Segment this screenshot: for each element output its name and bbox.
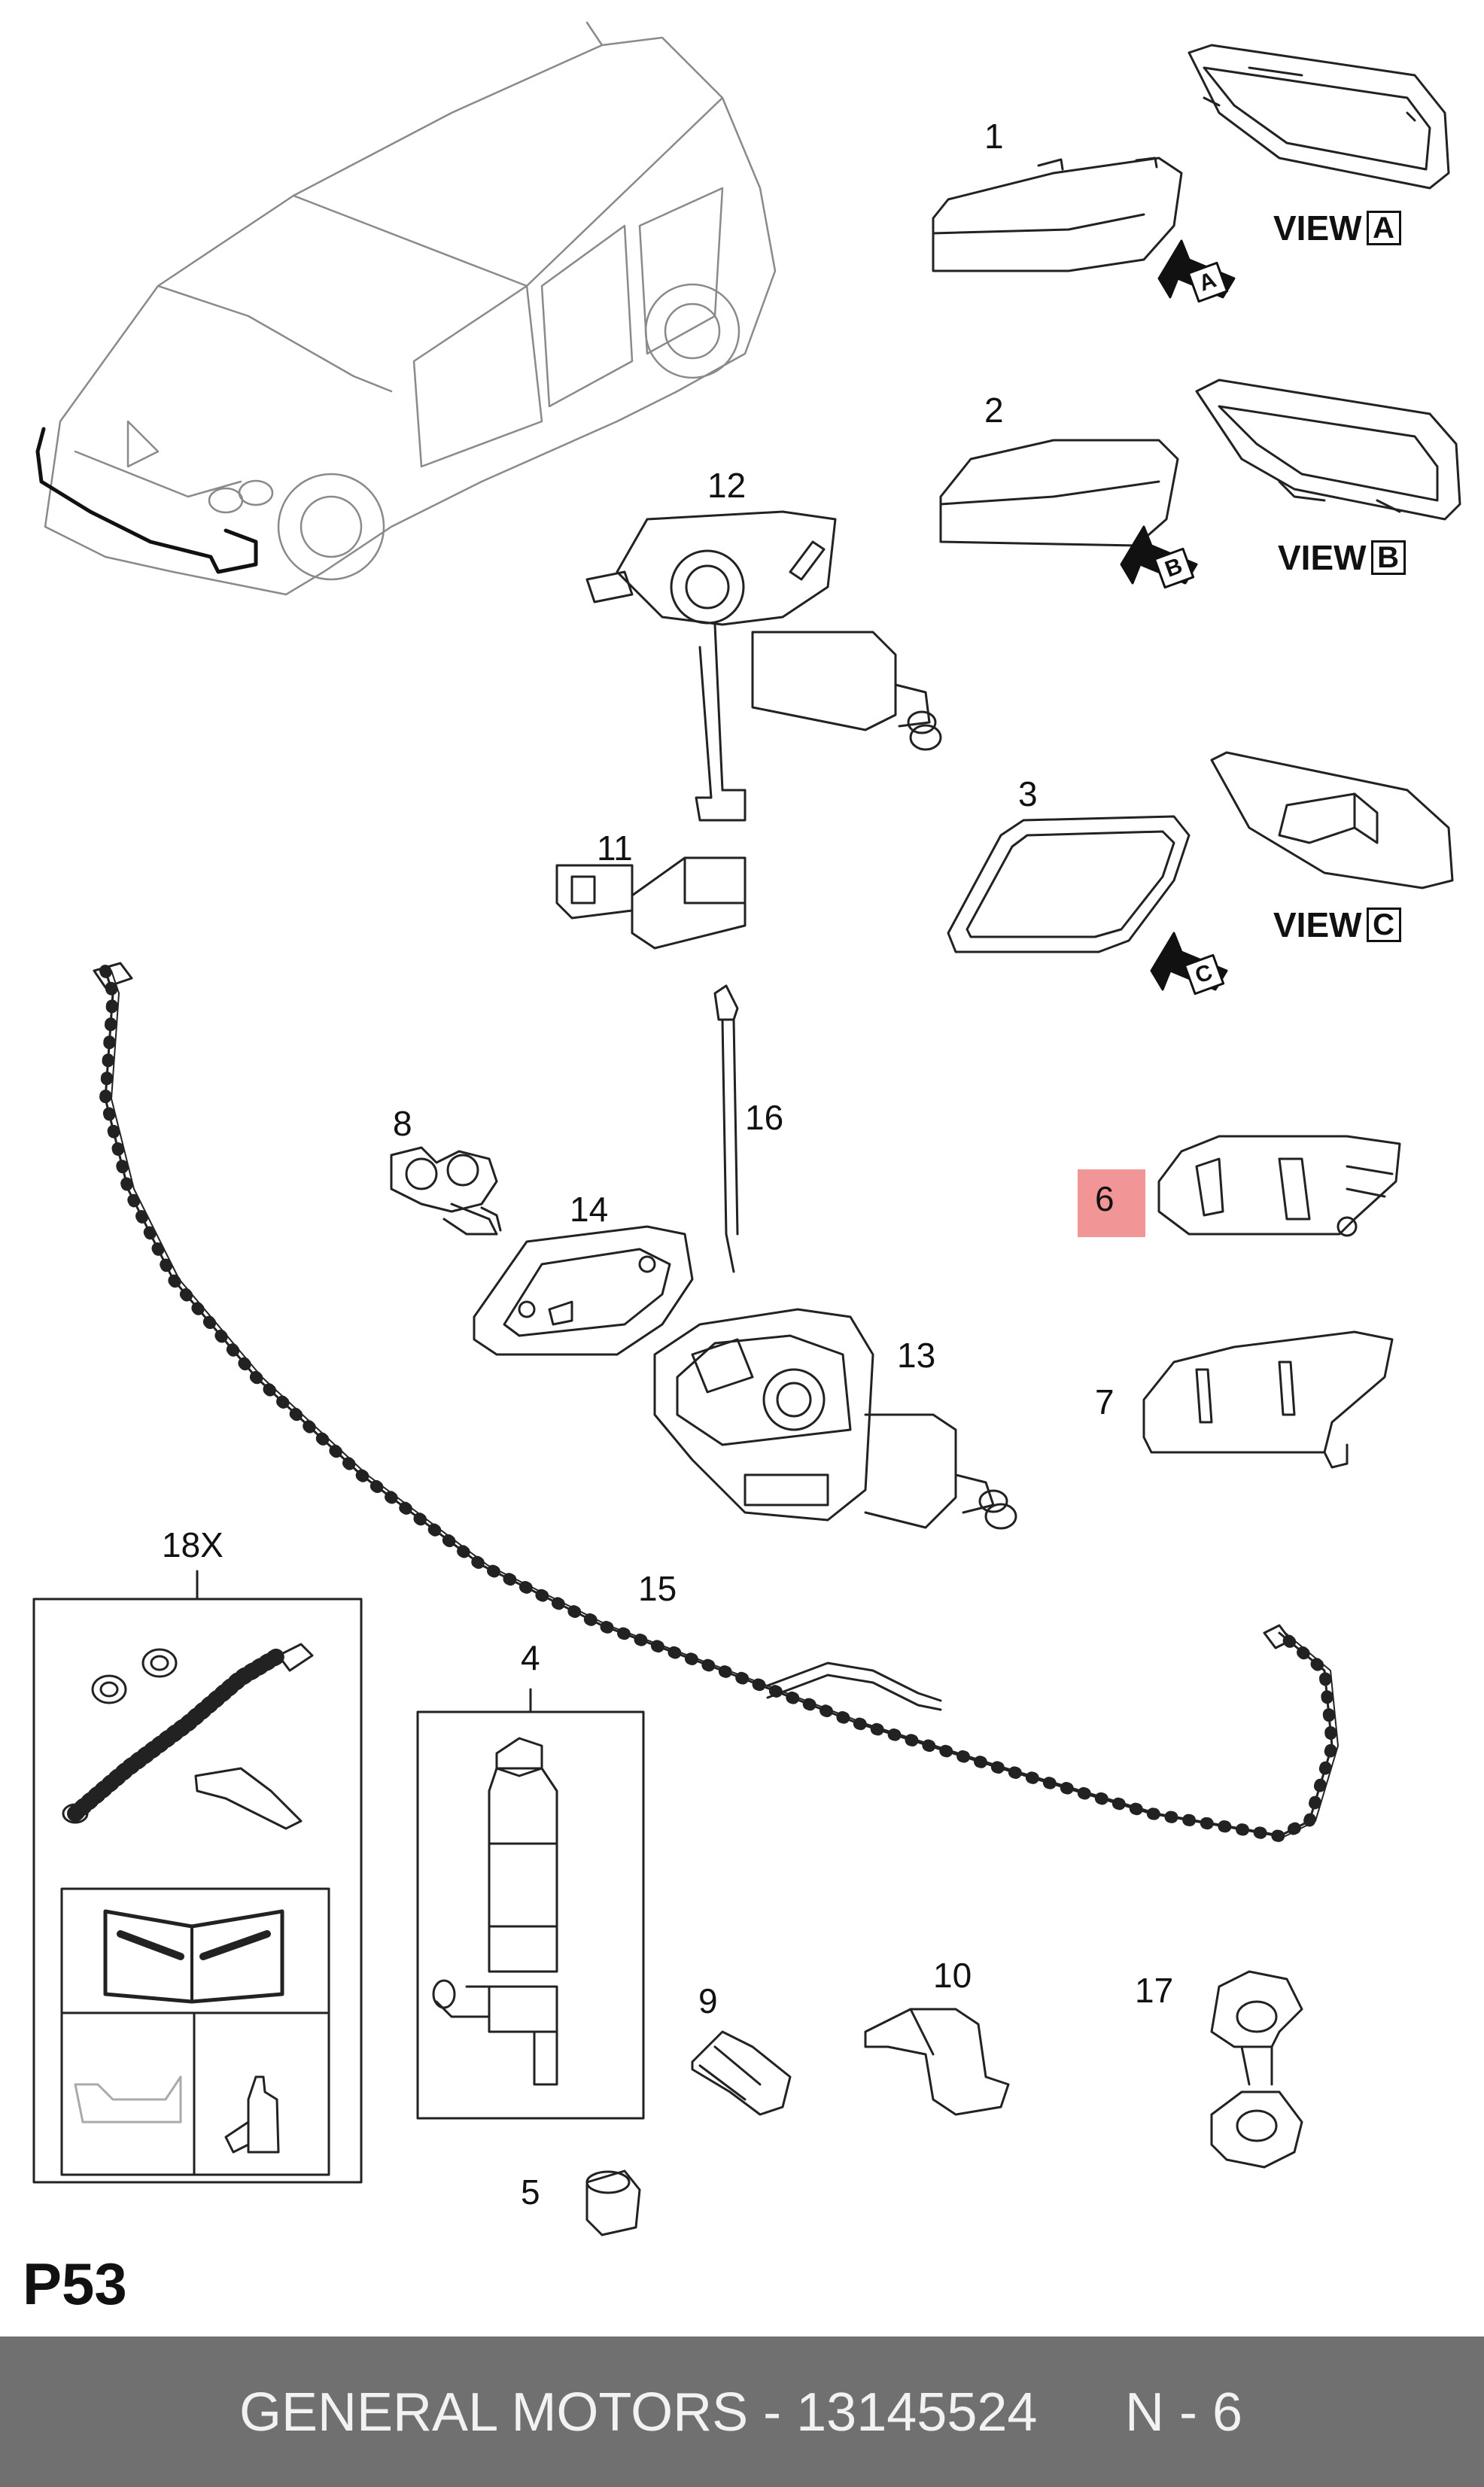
view-b-prefix: VIEW [1278, 538, 1367, 577]
arrow-letter-boxes [1153, 261, 1229, 996]
part-label-2: 2 [984, 391, 1004, 430]
part-label-5: 5 [521, 2172, 540, 2212]
view-c-letter: C [1366, 908, 1401, 942]
view-a-prefix: VIEW [1273, 208, 1362, 248]
view-b-letter: B [1370, 540, 1406, 575]
part-5-grommet [585, 2169, 641, 2236]
part-label-1: 1 [984, 117, 1004, 156]
part-label-8: 8 [393, 1104, 412, 1143]
view-a-letter: A [1366, 211, 1401, 245]
parts-diagram [32, 21, 1461, 2236]
part-label-18x: 18X [162, 1525, 224, 1564]
page-id: P53 [23, 2251, 127, 2317]
part-3-seal [947, 815, 1191, 953]
part-label-16: 16 [745, 1098, 784, 1137]
car-outline [44, 21, 777, 596]
part-12-pump-assembly [585, 510, 942, 822]
view-b-label: VIEW B [1278, 540, 1406, 575]
part-16-cable-tie [713, 984, 739, 1273]
part-14-bezel [473, 1225, 694, 1356]
view-c-prefix: VIEW [1273, 905, 1362, 944]
part-6-bracket [1157, 1135, 1401, 1237]
view-c-label: VIEW C [1273, 908, 1401, 942]
footer-bar: GENERAL MOTORS - 13145524 N - 6 [0, 2337, 1484, 2487]
part-label-17: 17 [1135, 1971, 1174, 2010]
kit-18x-box [32, 1570, 363, 2184]
part-label-7: 7 [1095, 1382, 1115, 1421]
part-label-14: 14 [570, 1190, 609, 1229]
part-9-clip [691, 2030, 792, 2116]
view-a-label: VIEW A [1273, 211, 1401, 245]
footer-page: N - 6 [1125, 2382, 1243, 2443]
view-b-bezel [1195, 379, 1461, 521]
part-11-bracket [555, 856, 747, 950]
part-1-cover [932, 157, 1183, 272]
part-label-3: 3 [1018, 774, 1038, 813]
part-label-9: 9 [698, 1981, 718, 2020]
footer-title: GENERAL MOTORS - 13145524 [239, 2382, 1038, 2443]
part-4-pump-box [416, 1688, 645, 2120]
part-label-4: 4 [521, 1638, 540, 1677]
part-13-pump-housing [653, 1308, 1017, 1530]
part-2-cover [939, 439, 1179, 547]
part-label-12: 12 [707, 466, 747, 505]
part-15-hose [93, 962, 1339, 1842]
view-c-part [1210, 751, 1454, 889]
car-harness-line [35, 427, 258, 574]
part-7-bracket [1142, 1330, 1394, 1469]
part-label-10: 10 [933, 1956, 972, 1995]
part-6-highlight [1078, 1169, 1145, 1237]
part-label-13: 13 [897, 1336, 936, 1375]
view-a-bezel [1188, 44, 1450, 190]
part-label-6: 6 [1095, 1179, 1115, 1218]
part-10-clamp [864, 2008, 1010, 2116]
part-8-nozzle [390, 1146, 502, 1236]
part-17-double-clip [1210, 1970, 1303, 2169]
part-label-15: 15 [638, 1569, 677, 1608]
view-arrows [1120, 239, 1236, 991]
part-label-11: 11 [597, 828, 633, 868]
